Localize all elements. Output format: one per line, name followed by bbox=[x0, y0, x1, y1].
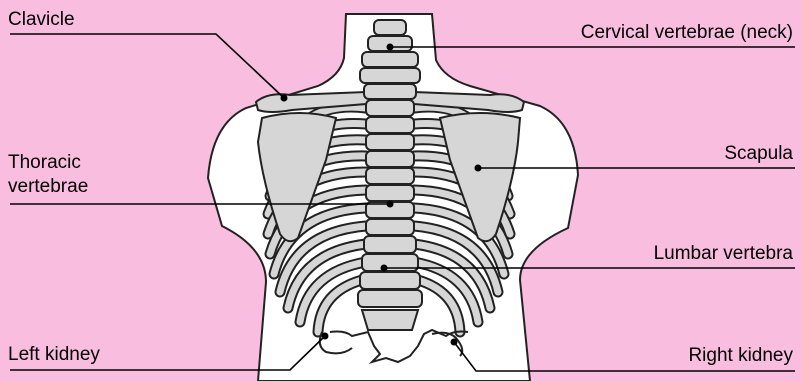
label-left-kidney: Left kidney bbox=[8, 344, 100, 366]
label-cervical-vertebrae: Cervical vertebrae (neck) bbox=[581, 22, 793, 44]
label-right-kidney: Right kidney bbox=[688, 345, 793, 367]
label-thoracic-line1: Thoracic bbox=[8, 152, 81, 174]
label-scapula: Scapula bbox=[724, 143, 793, 165]
vertebral-column bbox=[358, 20, 422, 330]
label-thoracic-line2: vertebrae bbox=[8, 176, 88, 198]
label-lumbar-vertebra: Lumbar vertebra bbox=[654, 243, 793, 265]
label-clavicle: Clavicle bbox=[8, 9, 75, 31]
